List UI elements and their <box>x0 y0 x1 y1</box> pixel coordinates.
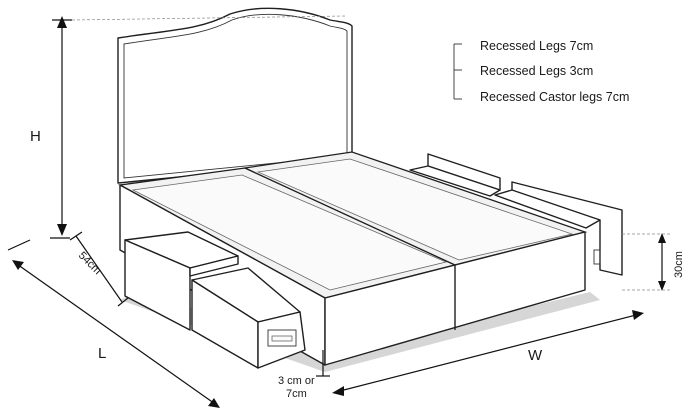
legend-item-recessed-legs-3cm: Recessed Legs 3cm <box>480 64 593 78</box>
headboard <box>117 7 353 184</box>
leg-gap-label-line1: 3 cm or <box>278 375 315 387</box>
base-height-label: 30cm <box>673 251 685 278</box>
width-dimension <box>332 310 644 396</box>
right-drawers <box>409 153 623 276</box>
bed-base-top <box>117 151 588 299</box>
legend-item-recessed-legs-7cm: Recessed Legs 7cm <box>480 39 593 53</box>
drawer-depth-dimension <box>69 231 129 307</box>
height-label: H <box>30 128 41 145</box>
length-dimension <box>7 239 220 408</box>
drawer-depth-label: 54cm <box>76 250 104 278</box>
left-drawers <box>124 231 306 369</box>
bed-base-foot <box>324 231 586 366</box>
width-label: W <box>528 347 543 364</box>
height-dimension <box>50 15 346 239</box>
leg-gap-label-line2: 7cm <box>286 388 307 400</box>
legend-item-recessed-castor-legs-7cm: Recessed Castor legs 7cm <box>480 90 629 104</box>
legend-bracket <box>453 43 462 100</box>
leg-gap-dimension <box>316 350 330 377</box>
base-height-dimension <box>622 233 672 291</box>
length-label: L <box>98 345 106 362</box>
